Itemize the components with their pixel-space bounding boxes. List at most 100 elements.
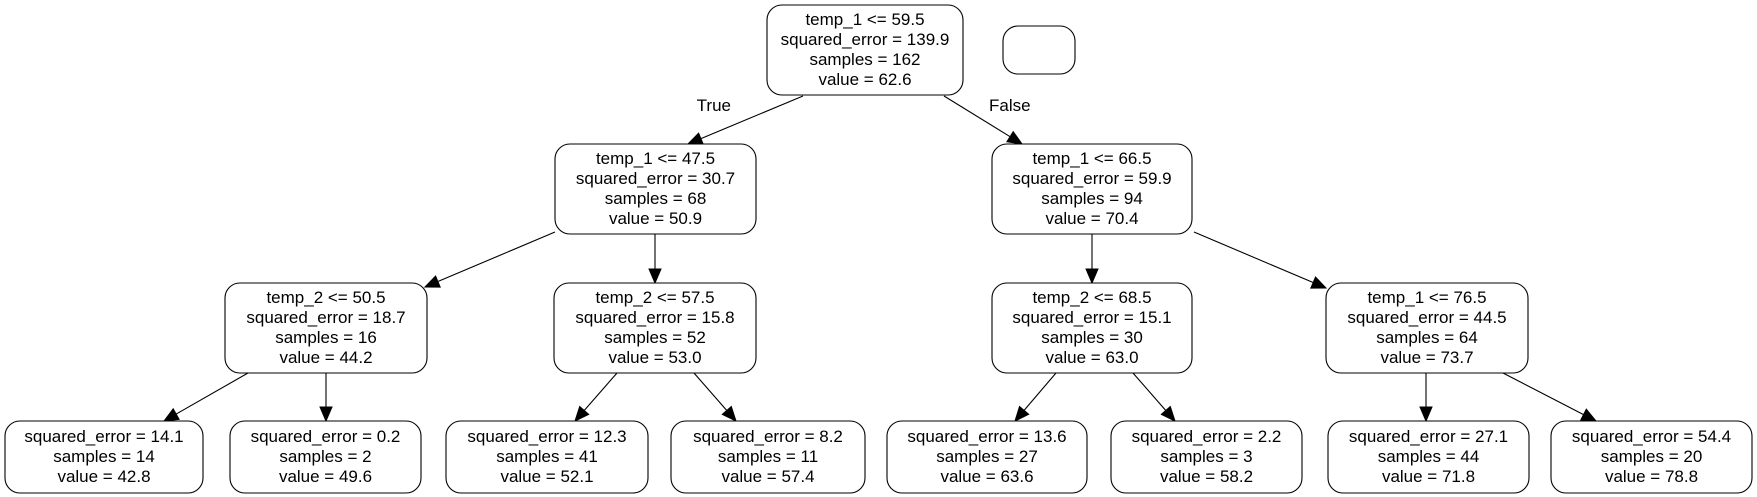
node-line: value = 71.8 [1382, 467, 1475, 486]
node-line: squared_error = 44.5 [1347, 308, 1506, 327]
node-box [886, 420, 1088, 494]
edge-label-false: False [989, 96, 1031, 115]
edge-n2-to-n6 [1193, 231, 1328, 289]
node-line: temp_2 <= 68.5 [1032, 288, 1151, 307]
edge-n5-to-n12 [1132, 372, 1176, 422]
node-line: squared_error = 0.2 [251, 427, 401, 446]
arrow-head [319, 406, 333, 423]
node-line: squared_error = 13.6 [907, 427, 1066, 446]
edge-n1-to-n4 [648, 234, 662, 285]
node-line: temp_1 <= 76.5 [1367, 288, 1486, 307]
edge-n4-to-n9 [574, 372, 618, 422]
edges-layer: True False [162, 95, 1598, 423]
node-line: squared_error = 2.2 [1132, 427, 1282, 446]
empty-node [1002, 25, 1076, 75]
arrow-head [1014, 405, 1030, 422]
node-line: value = 49.6 [279, 467, 372, 486]
node-line: temp_2 <= 57.5 [595, 288, 714, 307]
edge-n3-to-n7 [162, 372, 249, 422]
node-box [1550, 420, 1753, 494]
node-line: value = 73.7 [1380, 348, 1473, 367]
node-line: temp_1 <= 66.5 [1032, 149, 1151, 168]
node-line: samples = 27 [936, 447, 1038, 466]
edge-line [1132, 372, 1167, 411]
node-line: temp_1 <= 59.5 [805, 10, 924, 29]
node-line: value = 53.0 [608, 348, 701, 367]
node-line: value = 78.8 [1605, 467, 1698, 486]
node-line: squared_error = 27.1 [1349, 427, 1508, 446]
node-line: value = 57.4 [721, 467, 814, 486]
node-line: value = 70.4 [1045, 209, 1138, 228]
edge-n5-to-n11 [1014, 372, 1057, 422]
node-line: samples = 52 [604, 328, 706, 347]
edge-line [583, 372, 618, 411]
edge-line [1023, 372, 1057, 411]
node-box [445, 420, 649, 494]
arrow-head [1310, 276, 1328, 289]
arrow-head [162, 407, 180, 422]
arrow-head [686, 132, 704, 145]
node-line: samples = 162 [809, 50, 920, 69]
arrow-head [648, 268, 662, 285]
edge-line [693, 372, 728, 411]
node-line: temp_2 <= 50.5 [266, 288, 385, 307]
node-line: value = 63.0 [1045, 348, 1138, 367]
edge-n4-to-n10 [693, 372, 737, 422]
node-box [1327, 420, 1530, 494]
node-line: squared_error = 18.7 [246, 308, 405, 327]
node-line: squared_error = 30.7 [576, 169, 735, 188]
node-box [4, 420, 204, 494]
node-line: samples = 64 [1376, 328, 1478, 347]
arrow-head [423, 275, 441, 288]
node-line: squared_error = 15.1 [1012, 308, 1171, 327]
node-box [1002, 25, 1076, 75]
edge-line [1193, 231, 1314, 284]
edge-n2-to-n5 [1085, 234, 1099, 285]
arrow-head [1580, 408, 1598, 422]
node-line: value = 58.2 [1160, 467, 1253, 486]
node-line: squared_error = 54.4 [1572, 427, 1731, 446]
edge-line [437, 231, 556, 283]
node-line: samples = 68 [605, 189, 707, 208]
arrow-head [574, 405, 590, 422]
arrow-head [1419, 406, 1433, 423]
edge-line [700, 95, 804, 140]
node-box [991, 143, 1193, 235]
node-line: samples = 41 [496, 447, 598, 466]
node-line: value = 44.2 [279, 348, 372, 367]
node-line: squared_error = 12.3 [467, 427, 626, 446]
arrow-head [1085, 268, 1099, 285]
node-line: samples = 14 [53, 447, 155, 466]
edge-line [943, 95, 1011, 138]
edge-label-true: True [697, 96, 731, 115]
node-line: squared_error = 59.9 [1012, 169, 1171, 188]
node-line: samples = 11 [718, 447, 818, 466]
node-line: samples = 2 [279, 447, 371, 466]
node-box [224, 282, 428, 374]
edge-n0-to-n1: True [686, 95, 804, 145]
arrow-head [1006, 130, 1024, 145]
edge-n0-to-n2: False [943, 95, 1031, 145]
node-line: value = 63.6 [940, 467, 1033, 486]
node-box [1110, 420, 1303, 494]
edge-n6-to-n14 [1502, 372, 1598, 422]
edge-line [175, 372, 249, 415]
edge-n3-to-n8 [319, 373, 333, 423]
node-line: samples = 3 [1160, 447, 1252, 466]
arrow-head [1160, 405, 1176, 422]
node-line: samples = 44 [1378, 447, 1480, 466]
node-line: squared_error = 15.8 [575, 308, 734, 327]
node-line: value = 62.6 [818, 70, 911, 89]
node-line: value = 50.9 [609, 209, 702, 228]
